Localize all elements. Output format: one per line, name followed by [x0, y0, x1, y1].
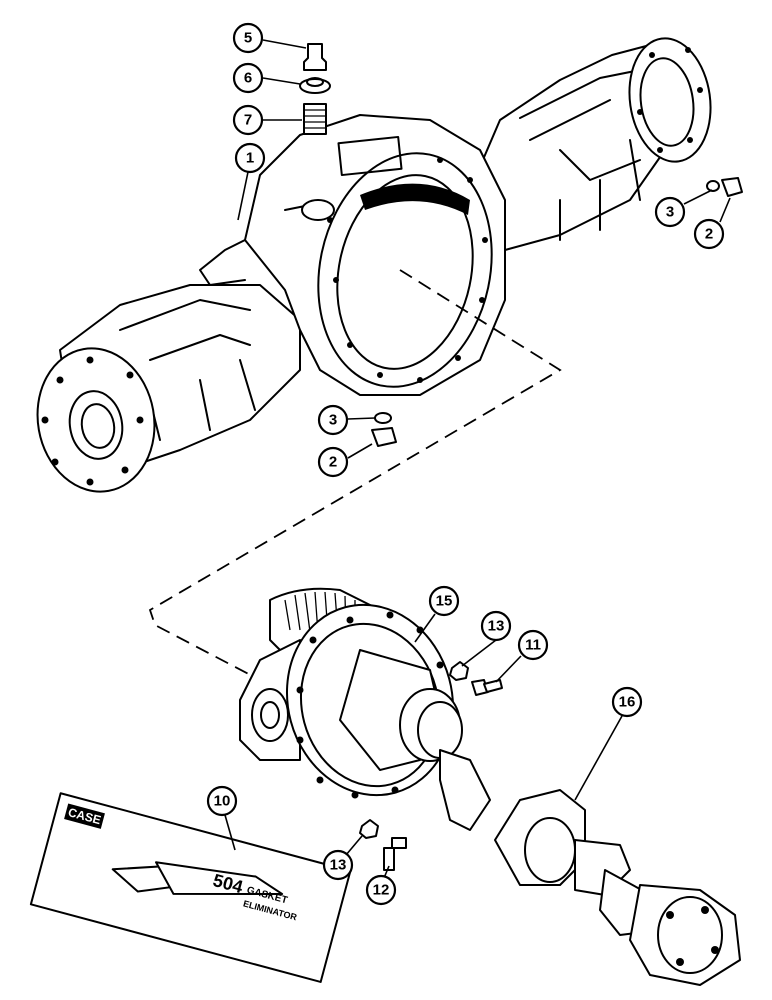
- carrier-bolt-upper: [471, 679, 503, 696]
- assembly-dashed-line: [148, 269, 562, 681]
- svg-text:5: 5: [244, 30, 252, 47]
- callout-11: 11: [517, 629, 549, 661]
- svg-text:2: 2: [705, 226, 713, 243]
- callout-12: 12: [365, 874, 397, 906]
- svg-text:10: 10: [214, 793, 231, 810]
- svg-text:11: 11: [525, 637, 541, 654]
- callout-13-lower: 13: [322, 849, 354, 881]
- callout-3-bottom: 3: [317, 404, 349, 436]
- svg-text:15: 15: [436, 593, 453, 610]
- sealant-package: CASE 504 GASKET ELIMINATOR: [29, 792, 352, 983]
- svg-text:3: 3: [329, 412, 337, 429]
- callout-10: 10: [206, 785, 238, 817]
- svg-text:13: 13: [330, 857, 347, 874]
- callout-3-right: 3: [654, 196, 686, 228]
- carrier-bolt-lower: [383, 837, 407, 871]
- drain-plug-bottom: [371, 412, 397, 447]
- axle-housing: [36, 37, 712, 493]
- svg-text:3: 3: [666, 204, 674, 221]
- callout-5: 5: [232, 22, 264, 54]
- callout-15: 15: [428, 585, 460, 617]
- differential-carrier: [239, 587, 491, 831]
- callout-16: 16: [611, 686, 643, 718]
- callout-2-right: 2: [693, 218, 725, 250]
- svg-text:1: 1: [246, 150, 254, 167]
- callout-6: 6: [232, 62, 264, 94]
- callout-1: 1: [234, 142, 266, 174]
- callout-7: 7: [232, 104, 264, 136]
- callout-13-upper: 13: [480, 610, 512, 642]
- nut-upper: [449, 661, 469, 681]
- driveshaft: [494, 789, 741, 986]
- svg-text:13: 13: [488, 618, 505, 635]
- svg-text:12: 12: [373, 882, 390, 899]
- svg-text:16: 16: [619, 694, 636, 711]
- callout-2-bottom: 2: [317, 446, 349, 478]
- svg-text:7: 7: [244, 112, 252, 129]
- svg-text:6: 6: [244, 70, 252, 87]
- breather-fitting: [299, 43, 331, 135]
- drain-plug-right: [706, 177, 743, 197]
- nut-lower: [359, 819, 379, 839]
- svg-text:2: 2: [329, 454, 337, 471]
